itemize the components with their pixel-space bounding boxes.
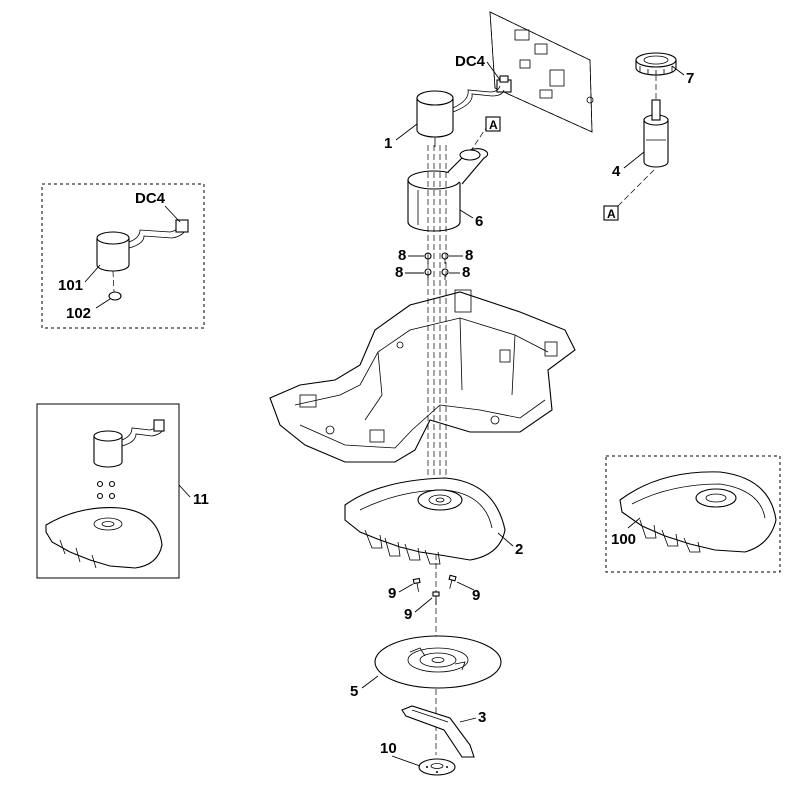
leader-102 — [95, 298, 111, 309]
leader-9a — [398, 583, 414, 593]
chassis-frame — [269, 289, 576, 463]
leader-1 — [395, 123, 418, 141]
cutting-disc-5 — [374, 635, 502, 689]
mower-deck-2 — [344, 477, 506, 565]
inset-assembly-11 — [36, 403, 180, 579]
callout-5: 5 — [350, 683, 358, 700]
callout-11: 11 — [193, 491, 209, 508]
inset-motor-101 — [41, 183, 205, 329]
callout-6: 6 — [475, 213, 483, 230]
callout-8d: 8 — [462, 264, 470, 281]
callout-8a: 8 — [398, 247, 406, 264]
leader-7 — [671, 65, 685, 76]
leader-3 — [459, 717, 477, 723]
leader-2 — [497, 532, 514, 547]
callout-dc4-main: DC4 — [455, 53, 486, 70]
callout-8c: 8 — [395, 264, 403, 281]
callout-4: 4 — [612, 163, 621, 180]
inset-deck-100 — [605, 455, 781, 573]
callout-10: 10 — [380, 740, 397, 757]
circuit-board — [489, 11, 594, 133]
leader-4 — [623, 151, 645, 169]
leader-9b — [456, 581, 475, 591]
leader-100 — [627, 517, 641, 529]
leader-10 — [391, 755, 421, 767]
callout-100: 100 — [611, 531, 636, 548]
leader-11 — [178, 484, 191, 498]
screws-8 — [424, 252, 449, 280]
callout-102: 102 — [66, 305, 91, 322]
blade-hub-10 — [418, 758, 456, 776]
leader-9c — [414, 597, 433, 613]
screws-9 — [412, 574, 457, 605]
blade-3 — [401, 705, 475, 758]
knob-7 — [635, 52, 677, 76]
callout-9b: 9 — [472, 587, 480, 604]
callout-9a: 9 — [388, 585, 396, 602]
callout-101: 101 — [58, 277, 83, 294]
leader-dc4-inset — [164, 205, 181, 223]
leader-dc4-main — [486, 61, 501, 81]
callout-2: 2 — [515, 541, 523, 558]
leader-101 — [84, 264, 101, 283]
callout-dc4-inset: DC4 — [135, 190, 166, 207]
motor-housing-6 — [407, 148, 489, 232]
ref-box-a-main: A — [469, 116, 501, 153]
ref-a-side-text: A — [607, 207, 616, 221]
leader-6 — [459, 209, 474, 219]
callout-9c: 9 — [404, 606, 412, 623]
ref-box-a-side: A — [603, 169, 655, 221]
dc4-connector — [496, 75, 512, 93]
callout-1: 1 — [384, 135, 392, 152]
callout-3: 3 — [478, 709, 486, 726]
leader-5 — [361, 675, 379, 689]
callout-7: 7 — [686, 70, 694, 87]
callout-8b: 8 — [465, 247, 473, 264]
height-adjust-rod-4 — [643, 99, 669, 168]
ref-a-main-text: A — [489, 118, 498, 132]
motor-1 — [416, 85, 505, 147]
